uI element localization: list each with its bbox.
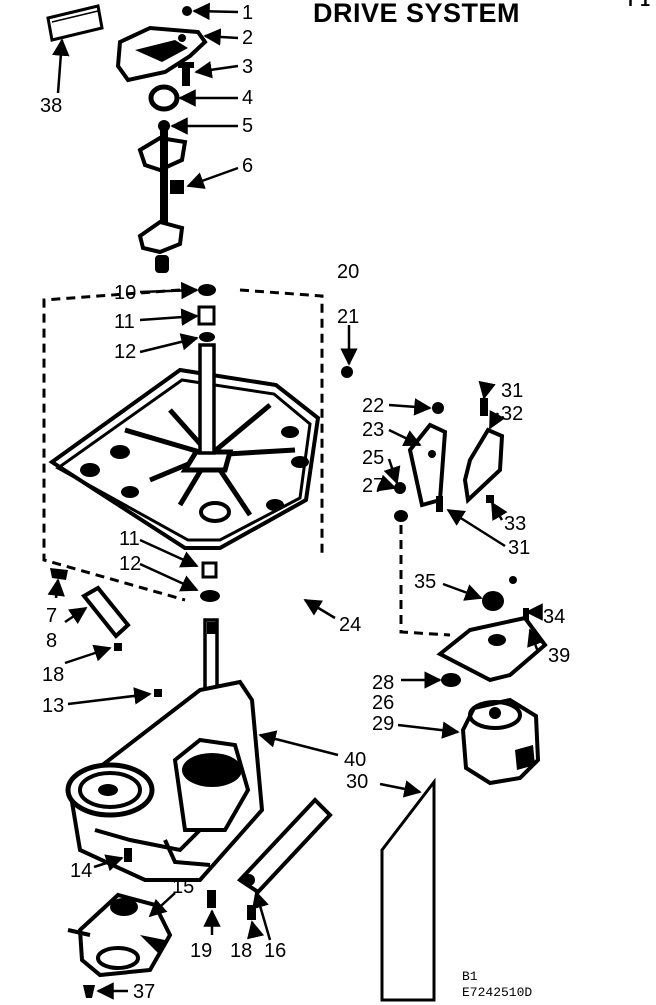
part-25-27-fasteners [394,482,408,522]
part-40-gearcase [65,679,265,882]
callout-18-bottom: 18 [230,940,252,962]
part-13-nut [154,689,162,697]
callout-32: 32 [501,403,523,425]
callout-26: 26 [372,692,394,714]
callout-4: 4 [242,87,253,109]
callout-15: 15 [172,876,194,898]
dashed-guide-right [399,525,451,637]
callout-31-bottom: 31 [508,537,530,559]
callout-30: 30 [346,771,368,793]
leader-lines [47,2,544,1000]
callout-1: 1 [242,2,253,24]
callout-27: 27 [362,475,384,497]
callout-8: 8 [46,630,57,652]
callout-2: 2 [242,27,253,49]
part-19-screw [207,890,216,908]
callout-labels: 1 2 3 4 5 6 7 8 10 11 11 12 12 13 14 15 … [40,2,570,1003]
part-1-screw [182,6,192,16]
part-21-clip [341,366,353,378]
callout-39: 39 [548,645,570,667]
callout-40: 40 [344,749,366,771]
callout-12-top: 12 [114,341,136,363]
diagram-title: DRIVE SYSTEM [313,0,521,28]
callout-3: 3 [242,56,253,78]
callout-16: 16 [264,940,286,962]
callout-12-bottom: 12 [119,553,141,575]
callout-31-top: 31 [501,380,523,402]
part-4-nut [148,84,180,112]
callout-11-bottom: 11 [119,528,140,550]
callout-7: 7 [46,605,57,627]
figure-code: B1 E7242510D [462,969,532,1001]
part-18b-screw [247,905,256,920]
part-30-panel [380,777,436,1002]
part-2-bracket [115,25,208,83]
callout-34: 34 [543,606,565,628]
callout-19: 19 [190,940,212,962]
part-31-32-33-bracket [436,398,505,512]
figure-code-line-2: E7242510D [462,985,533,1000]
part-18-nut [114,643,122,651]
page-corner-fragment: r 1 [627,0,650,10]
callout-28: 28 [372,672,394,694]
callout-29: 29 [372,713,394,735]
callout-24: 24 [339,614,361,636]
callout-10: 10 [114,282,136,304]
callout-18-left: 18 [42,664,64,686]
part-38-label-card [46,4,104,42]
callout-21: 21 [337,306,359,328]
part-39-motor-bracket [436,615,548,683]
part-3-screw [178,62,194,86]
callout-37: 37 [133,981,155,1003]
part-37-screw [83,985,95,998]
callout-23: 23 [362,419,384,441]
part-7-screw [50,568,68,580]
callout-33: 33 [504,513,526,535]
part-5-6-shaft-assembly [137,120,188,273]
figure-code-line-1: B1 [462,969,478,984]
part-14-screw [124,848,132,862]
callout-25: 25 [362,447,384,469]
callout-11-top: 11 [114,311,135,333]
callout-22: 22 [362,395,384,417]
part-16-arm [236,797,333,895]
main-shaft-top [197,284,220,602]
part-23-bracket [407,422,448,508]
part-22-nut [432,402,444,414]
part-29-motor [460,697,541,786]
callout-13: 13 [42,695,64,717]
callout-20: 20 [337,261,359,283]
part-26-washer [441,673,461,687]
callout-14: 14 [70,860,92,882]
callout-35: 35 [414,571,436,593]
part-8-link [80,585,131,639]
part-20-base-plate [48,367,321,550]
callout-6: 6 [242,155,253,177]
star-frame [124,403,296,517]
callout-38: 38 [40,95,62,117]
callout-5: 5 [242,115,253,137]
dashed-enclosure [42,288,324,602]
part-15-pump [67,892,173,978]
